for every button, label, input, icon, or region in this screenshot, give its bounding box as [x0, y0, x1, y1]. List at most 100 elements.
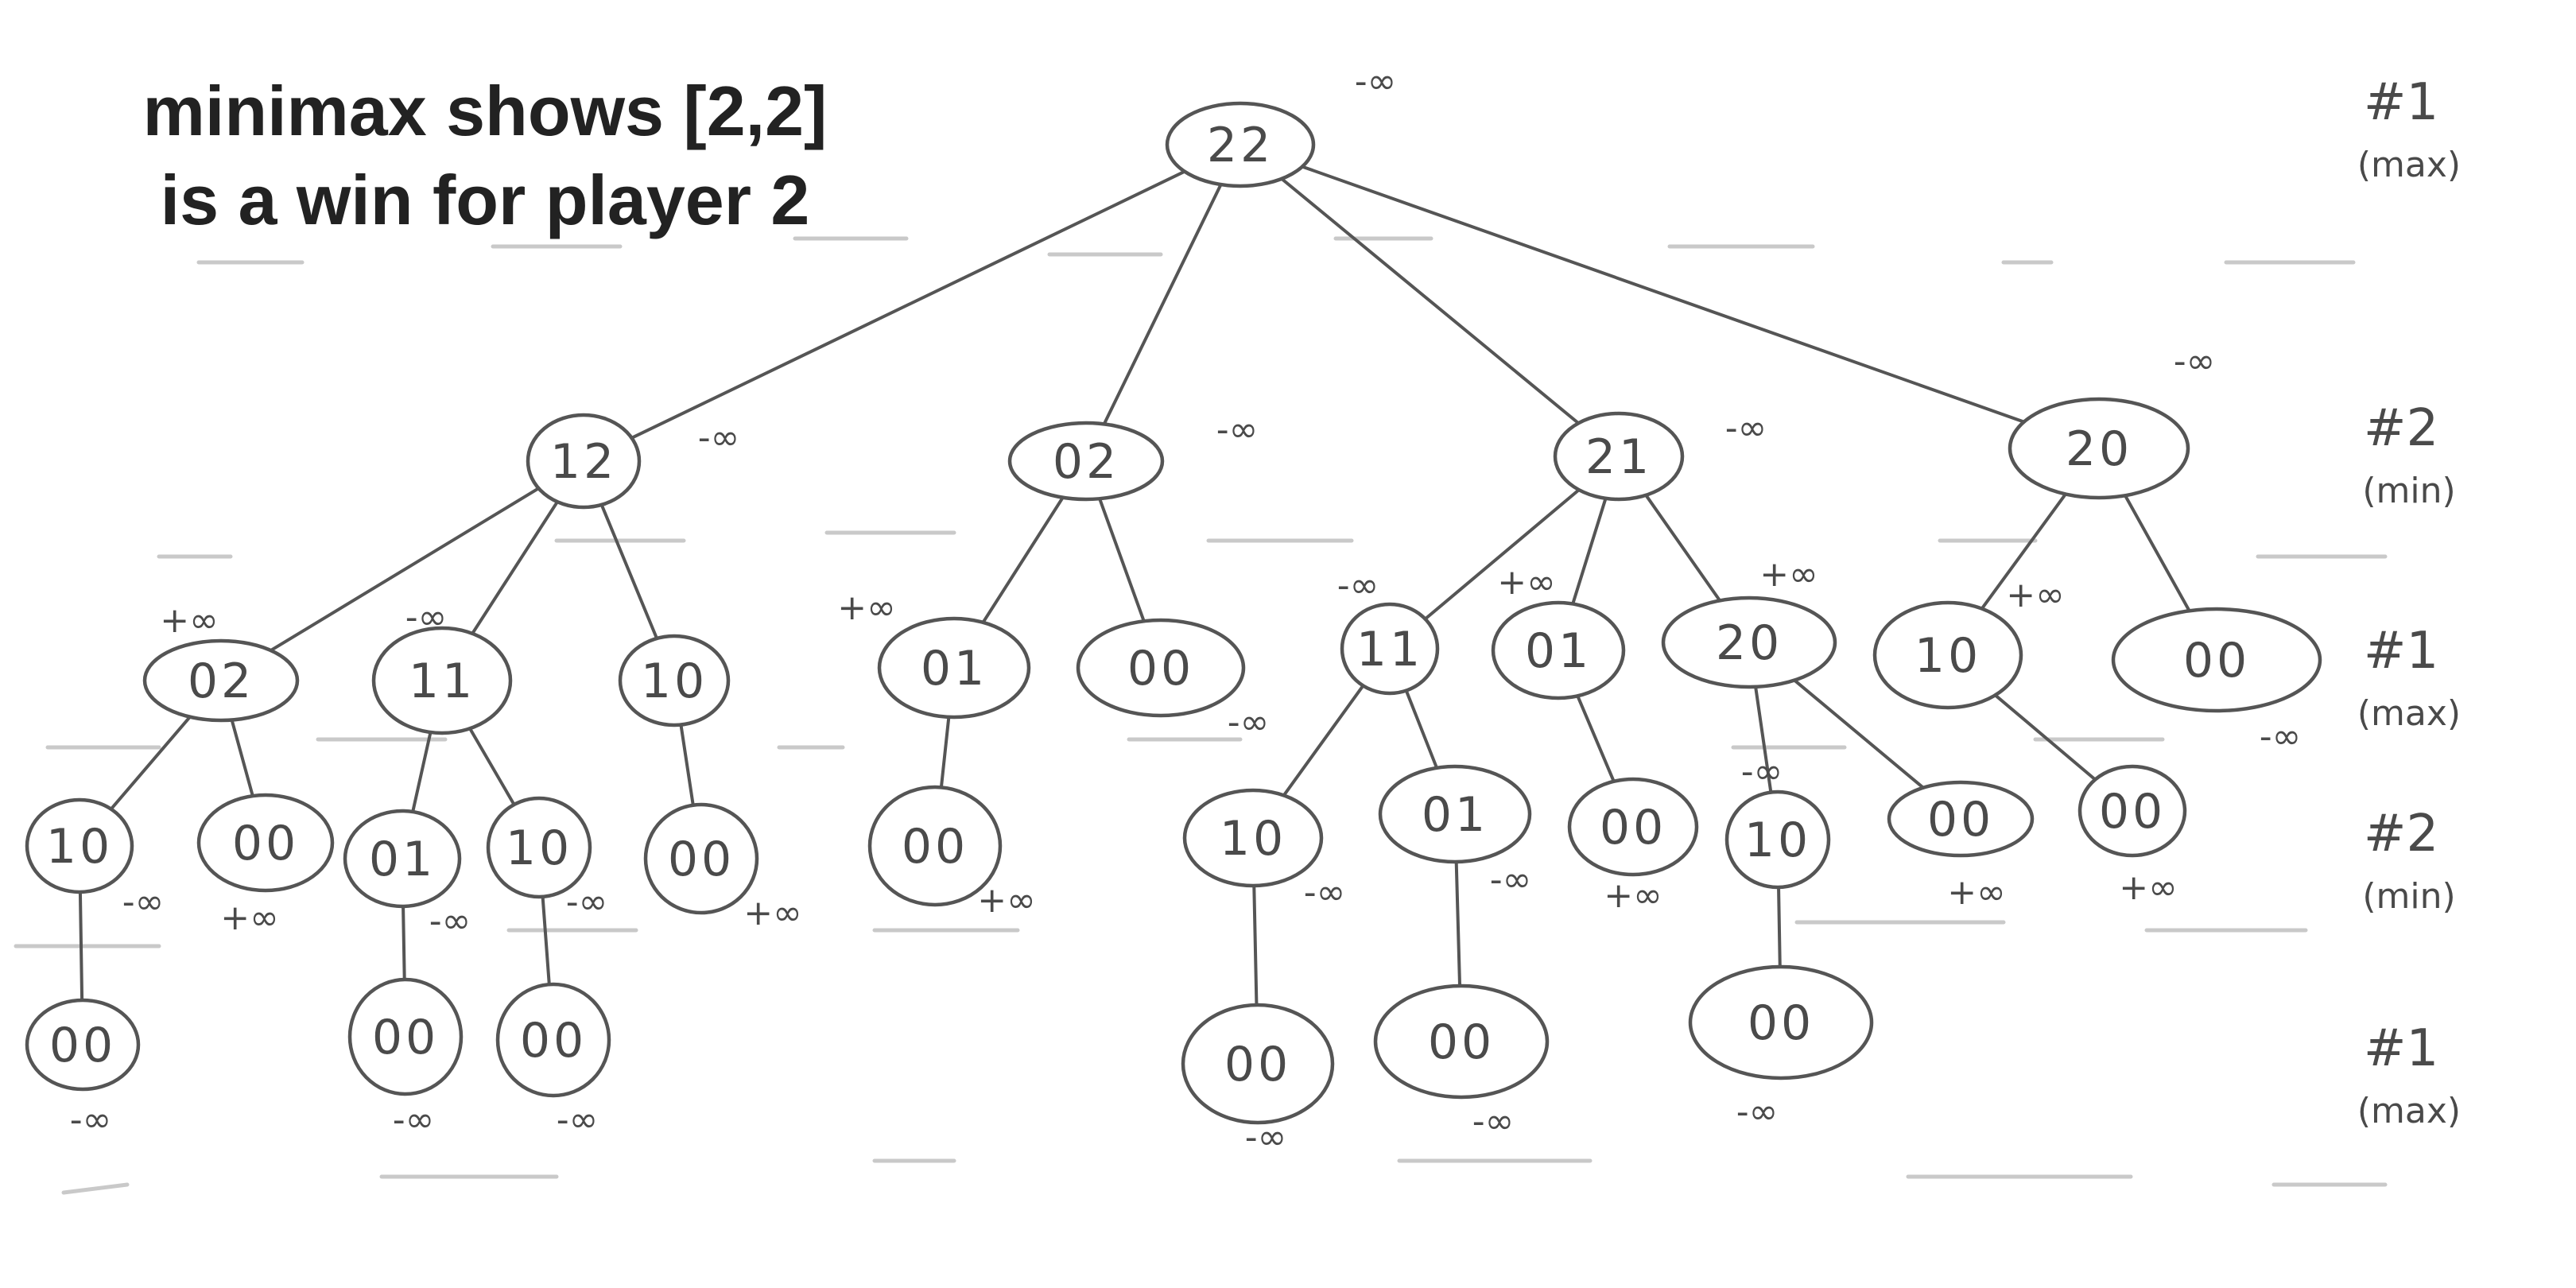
diagram-title: minimax shows [2,2] is a win for player …: [48, 67, 922, 245]
tree-edge: [1098, 497, 1146, 623]
tree-edge: [468, 727, 516, 806]
node-minimax-value: -∞: [2260, 716, 2302, 757]
node-state-label: 12: [550, 434, 617, 490]
node-state-label: 00: [2183, 633, 2250, 689]
level-player: #2: [2364, 399, 2438, 458]
state-node: 01+∞: [1491, 562, 1626, 700]
state-node: 20 +∞: [1661, 554, 1837, 689]
level-role: (max): [2357, 1091, 2461, 1131]
state-node: 00-∞: [347, 977, 464, 1140]
state-node: 10-∞: [25, 797, 164, 922]
state-node: 10-∞: [1182, 788, 1345, 913]
tree-edge: [1404, 689, 1439, 770]
tree-edge: [411, 731, 433, 814]
node-state-label: 10: [1220, 811, 1286, 867]
tree-edge: [1777, 885, 1782, 969]
node-ring: [643, 802, 759, 915]
node-ring: [2077, 764, 2187, 858]
tree-edge: [1993, 693, 2097, 782]
node-ring: [1887, 780, 2035, 858]
node-ring: [1567, 777, 1699, 877]
node-ring: [343, 809, 462, 909]
node-minimax-value: -∞: [698, 417, 740, 458]
node-state-label: 00: [902, 819, 968, 875]
node-minimax-value: -∞: [1228, 702, 1270, 743]
node-ring: [486, 796, 592, 899]
node-minimax-value: -∞: [393, 1100, 435, 1140]
tree-edge: [1280, 177, 1581, 425]
state-node: 10: [618, 634, 731, 727]
node-ring: [347, 977, 464, 1096]
state-node: 00+∞: [1887, 780, 2035, 913]
tree-edge: [1423, 488, 1581, 621]
node-minimax-value: +∞: [1604, 875, 1662, 916]
title-line-2: is a win for player 2: [160, 161, 810, 239]
state-node: 12 -∞: [526, 413, 740, 510]
node-minimax-value: -∞: [405, 597, 448, 638]
node-ring: [1165, 101, 1316, 188]
node-ring: [25, 998, 141, 1092]
level-player: #1: [2364, 622, 2438, 681]
tree-edge: [679, 723, 695, 807]
tree-edge: [109, 715, 192, 811]
node-state-label: 21: [1585, 429, 1652, 485]
node-minimax-value: +∞: [837, 588, 896, 628]
node-state-label: 01: [1525, 623, 1592, 679]
node-ring: [1076, 618, 1246, 718]
tree-edge: [541, 894, 551, 987]
state-node: 00 +∞: [1567, 777, 1699, 916]
node-minimax-value: +∞: [1759, 554, 1818, 595]
state-node: 10+∞: [1872, 575, 2065, 710]
node-state-label: 00: [1600, 800, 1666, 855]
node-ring: [1007, 421, 1165, 502]
node-ring: [1491, 600, 1626, 700]
node-state-label: 10: [46, 819, 113, 875]
node-ring: [618, 634, 731, 727]
tree-edge: [1252, 883, 1259, 1007]
level-role: (max): [2357, 145, 2461, 185]
state-node: 00-∞: [1688, 964, 1874, 1132]
node-minimax-value: -∞: [1472, 1101, 1515, 1142]
state-node: 00-∞: [1076, 618, 1270, 743]
node-state-label: 01: [369, 832, 436, 887]
node-state-label: 00: [49, 1018, 116, 1073]
background-smudges: [14, 236, 2388, 1195]
node-ring: [1724, 789, 1831, 890]
node-minimax-value: +∞: [220, 898, 279, 938]
node-state-label: 10: [1744, 813, 1811, 868]
tree-edge: [402, 904, 406, 982]
node-state-label: 20: [1716, 615, 1783, 671]
tree-edges: [78, 165, 2191, 1007]
node-ring: [877, 616, 1031, 720]
node-state-label: 00: [1927, 792, 1994, 848]
level-label: #2(min): [2362, 805, 2455, 917]
state-node: 00-∞: [25, 998, 141, 1140]
tree-edge: [939, 715, 951, 789]
level-label: #1(max): [2357, 73, 2461, 185]
state-node: 10-∞: [486, 796, 607, 922]
node-state-label: 00: [1428, 1014, 1495, 1070]
state-node: 00+∞: [867, 785, 1036, 921]
tree-edge: [630, 169, 1186, 440]
state-node: 01-∞: [343, 809, 471, 941]
level-role: (min): [2362, 876, 2455, 917]
node-ring: [1661, 596, 1837, 689]
tree-edge: [269, 487, 541, 653]
node-ring: [1553, 411, 1685, 502]
node-state-label: 22: [1207, 118, 1274, 173]
tree-edge: [1300, 165, 2026, 424]
node-state-label: 01: [921, 641, 987, 696]
state-node: 01 +∞: [837, 588, 1031, 720]
node-minimax-value: -∞: [557, 1100, 599, 1140]
level-role: (max): [2357, 693, 2461, 734]
level-role: (min): [2362, 471, 2455, 511]
node-ring: [2111, 607, 2322, 713]
player-level-labels: #1(max)#2(min)#1(max)#2(min)#1(max): [2357, 73, 2461, 1131]
node-minimax-value: -∞: [1490, 859, 1532, 900]
node-minimax-value: +∞: [743, 893, 802, 933]
node-ring: [1872, 600, 2023, 710]
node-state-label: 11: [1356, 622, 1423, 677]
state-node: 00-∞: [495, 982, 611, 1140]
tree-edge: [1576, 694, 1616, 783]
